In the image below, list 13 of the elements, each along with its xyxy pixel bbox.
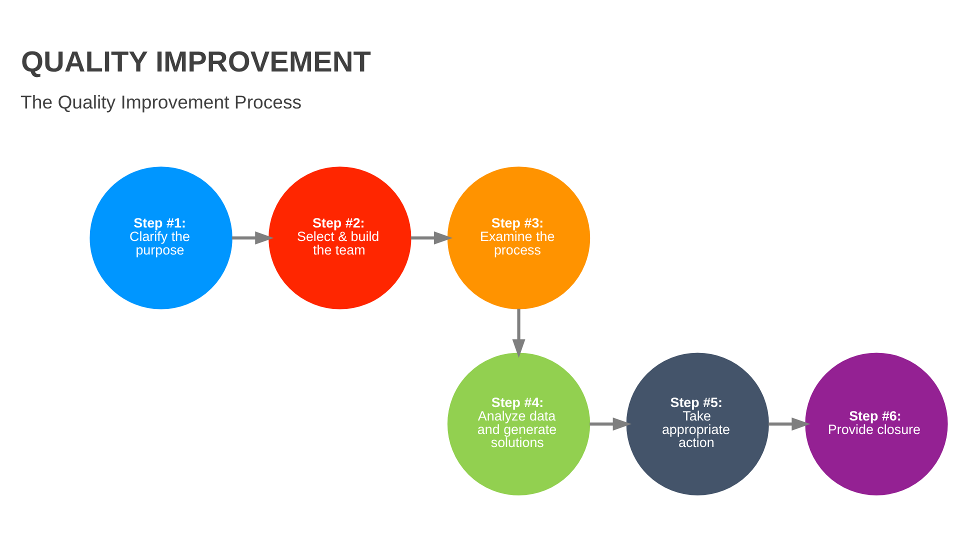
node-circle: Step #1: Clarify the purpose — [90, 166, 232, 310]
node-circle: Step #6: Provide closure — [805, 352, 948, 496]
node-circle: Step #5: Take appropriate action — [626, 352, 769, 496]
label: The Quality Improvement Process — [20, 92, 302, 113]
arrow — [512, 308, 526, 358]
arrow — [768, 418, 810, 431]
node-circle: Step #3: Examine the process — [447, 166, 590, 310]
node-circle: Step #4: Analyze data and generate solutions — [447, 352, 590, 496]
node-circle: Step #2: Select & build the team — [268, 166, 412, 310]
diagram-title: QUALITY IMPROVEMENT — [20, 46, 371, 78]
arrow — [590, 418, 632, 431]
arrow — [410, 231, 453, 244]
arrow — [232, 231, 274, 244]
